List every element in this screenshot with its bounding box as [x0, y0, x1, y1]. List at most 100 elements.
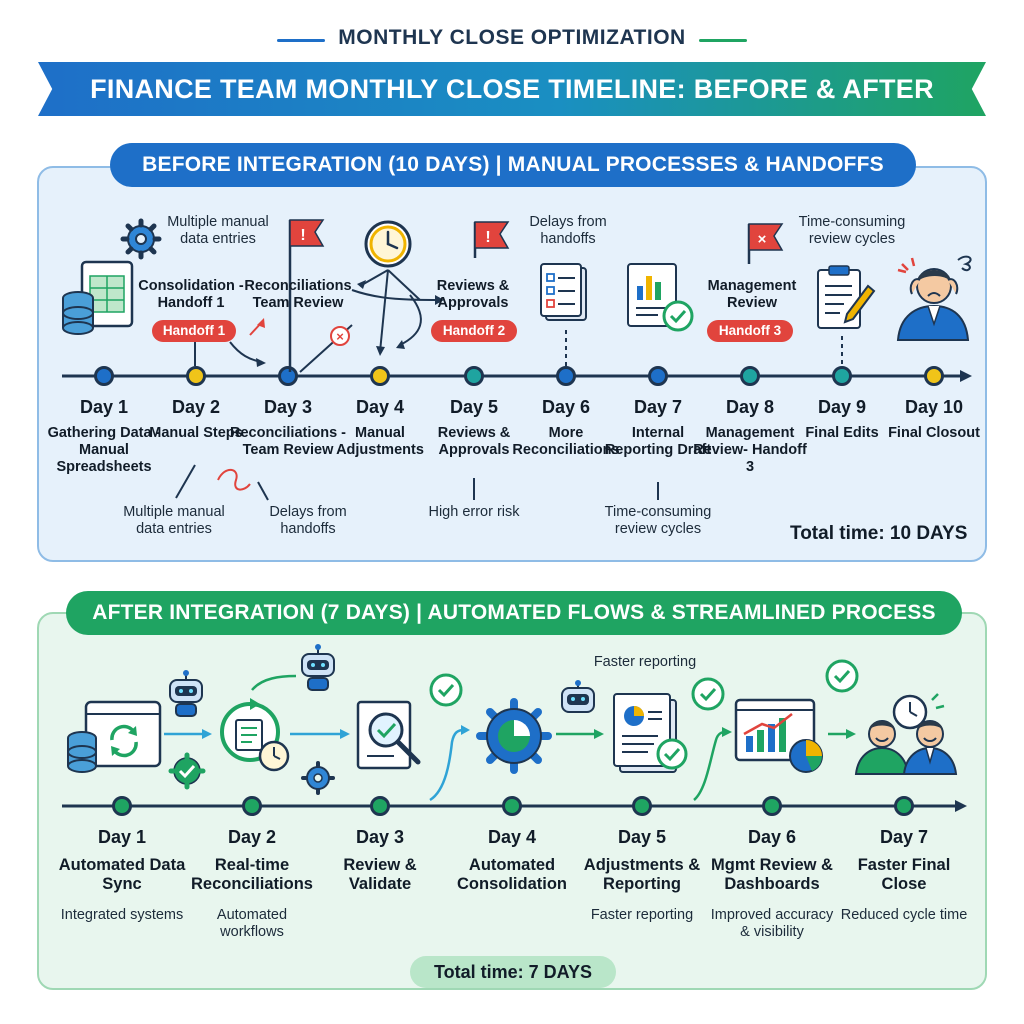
realtime-reconcile-icon: [220, 698, 290, 772]
warning-flag-icon: !: [288, 219, 325, 372]
before-day-description: Management Review- Handoff 3: [693, 425, 807, 475]
handoff-badge-3: Handoff 3: [707, 320, 793, 342]
stressed-person-icon: [896, 255, 972, 341]
after-day-note: Reduced cycle time: [840, 907, 968, 923]
after-day-description: Adjustments & Reporting: [583, 856, 701, 893]
after-day-description: Review & Validate: [343, 856, 417, 893]
note-delays-bottom: Delays from handoffs: [269, 504, 347, 537]
note-manual-entries-top: Multiple manual data entries: [167, 214, 269, 247]
before-timeline-node: [924, 366, 944, 386]
svg-text:×: ×: [336, 329, 344, 344]
after-top-note: Faster reporting: [593, 654, 697, 670]
svg-text:×: ×: [758, 231, 767, 248]
spreadsheet-database-icon: [62, 260, 134, 335]
after-timeline-node: [242, 796, 262, 816]
kicker-title: MONTHLY CLOSE OPTIMIZATION: [338, 26, 686, 49]
automated-consolidation-icon: [476, 698, 552, 774]
before-day-label: Day 1: [79, 397, 129, 417]
after-day-note: Faster reporting: [590, 907, 694, 923]
before-day-description: Internal Reporting Draft: [604, 425, 712, 458]
kicker-line-right: [699, 39, 747, 42]
stage-consolidation: Consolidation - Handoff 1: [138, 278, 244, 311]
checklist-icon: [540, 263, 587, 321]
after-day-label: Day 3: [355, 827, 405, 847]
after-day-label: Day 6: [747, 827, 797, 847]
before-day-description: Final Closout: [888, 425, 980, 441]
before-day-label: Day 8: [725, 397, 775, 417]
before-day-label: Day 7: [633, 397, 683, 417]
report-check-icon: [627, 263, 694, 332]
after-timeline-node: [894, 796, 914, 816]
gear-icon: [301, 761, 335, 795]
before-timeline-node: [464, 366, 484, 386]
before-timeline-node: [186, 366, 206, 386]
before-timeline-node: [370, 366, 390, 386]
before-timeline-node: [556, 366, 576, 386]
after-day-note: Improved accuracy & visibility: [710, 907, 834, 940]
note-error-risk: High error risk: [428, 504, 520, 520]
before-heading: BEFORE INTEGRATION (10 DAYS) | MANUAL PR…: [110, 143, 916, 187]
note-delays-top: Delays from handoffs: [529, 214, 607, 247]
stage-management: Management Review: [707, 278, 797, 311]
happy-team-icon: [854, 693, 958, 775]
after-day-description: Mgmt Review & Dashboards: [711, 856, 833, 893]
before-day-label: Day 2: [171, 397, 221, 417]
before-day-label: Day 5: [449, 397, 499, 417]
after-day-label: Day 5: [617, 827, 667, 847]
before-day-description: Gathering Data - Manual Spreadsheets: [47, 425, 161, 475]
title-banner: [38, 62, 986, 116]
before-total-time: Total time: 10 DAYS: [790, 523, 968, 544]
before-day-description: More Reconciliations: [512, 425, 620, 458]
before-timeline-node: [832, 366, 852, 386]
before-timeline-node: [648, 366, 668, 386]
review-magnifier-icon: [356, 700, 421, 770]
after-day-note: Integrated systems: [60, 907, 184, 923]
after-day-description: Automated Consolidation: [457, 856, 567, 893]
error-flag-icon: ×: [747, 223, 784, 264]
before-day-label: Day 4: [355, 397, 405, 417]
data-sync-icon: [67, 700, 162, 773]
stage-reviews: Reviews & Approvals: [436, 278, 510, 311]
after-day-label: Day 1: [97, 827, 147, 847]
after-total-time: Total time: 7 DAYS: [410, 956, 616, 988]
before-day-description: Reviews & Approvals: [437, 425, 511, 458]
before-day-label: Day 6: [541, 397, 591, 417]
clock-icon: [364, 220, 412, 268]
before-day-description: Manual Adjustments: [336, 425, 424, 458]
warning-flag-icon: !: [473, 221, 510, 258]
kicker-line-left: [277, 39, 325, 42]
gear-check-icon: [168, 752, 206, 790]
check-badge-icon: [429, 673, 463, 707]
handoff-badge-1: Handoff 1: [152, 320, 236, 342]
before-day-description: Final Edits: [805, 425, 879, 441]
note-manual-entries-bottom: Multiple manual data entries: [123, 504, 225, 537]
robot-icon: [169, 670, 203, 717]
before-day-label: Day 9: [817, 397, 867, 417]
gear-icon: [120, 218, 162, 260]
after-timeline-node: [112, 796, 132, 816]
clipboard-pencil-icon: [817, 265, 876, 329]
after-day-label: Day 2: [227, 827, 277, 847]
after-day-description: Automated Data Sync: [58, 856, 186, 893]
svg-text:!: !: [485, 229, 490, 246]
after-timeline-node: [762, 796, 782, 816]
before-timeline-node: [278, 366, 298, 386]
after-timeline-node: [632, 796, 652, 816]
after-timeline-node: [502, 796, 522, 816]
check-badge-icon: [825, 659, 859, 693]
note-review-cycles-top: Time-consuming review cycles: [798, 214, 906, 247]
after-day-label: Day 4: [487, 827, 537, 847]
before-timeline-node: [740, 366, 760, 386]
note-review-cycles-bottom: Time-consuming review cycles: [604, 504, 712, 537]
after-timeline-node: [370, 796, 390, 816]
after-day-note: Automated workflows: [216, 907, 288, 940]
robot-icon: [561, 680, 595, 713]
after-day-description: Real-time Reconciliations: [191, 856, 313, 893]
after-heading: AFTER INTEGRATION (7 DAYS) | AUTOMATED F…: [66, 591, 962, 635]
stage-reconciliations: Reconciliations Team Review: [244, 278, 352, 311]
report-pie-check-icon: [613, 693, 688, 773]
